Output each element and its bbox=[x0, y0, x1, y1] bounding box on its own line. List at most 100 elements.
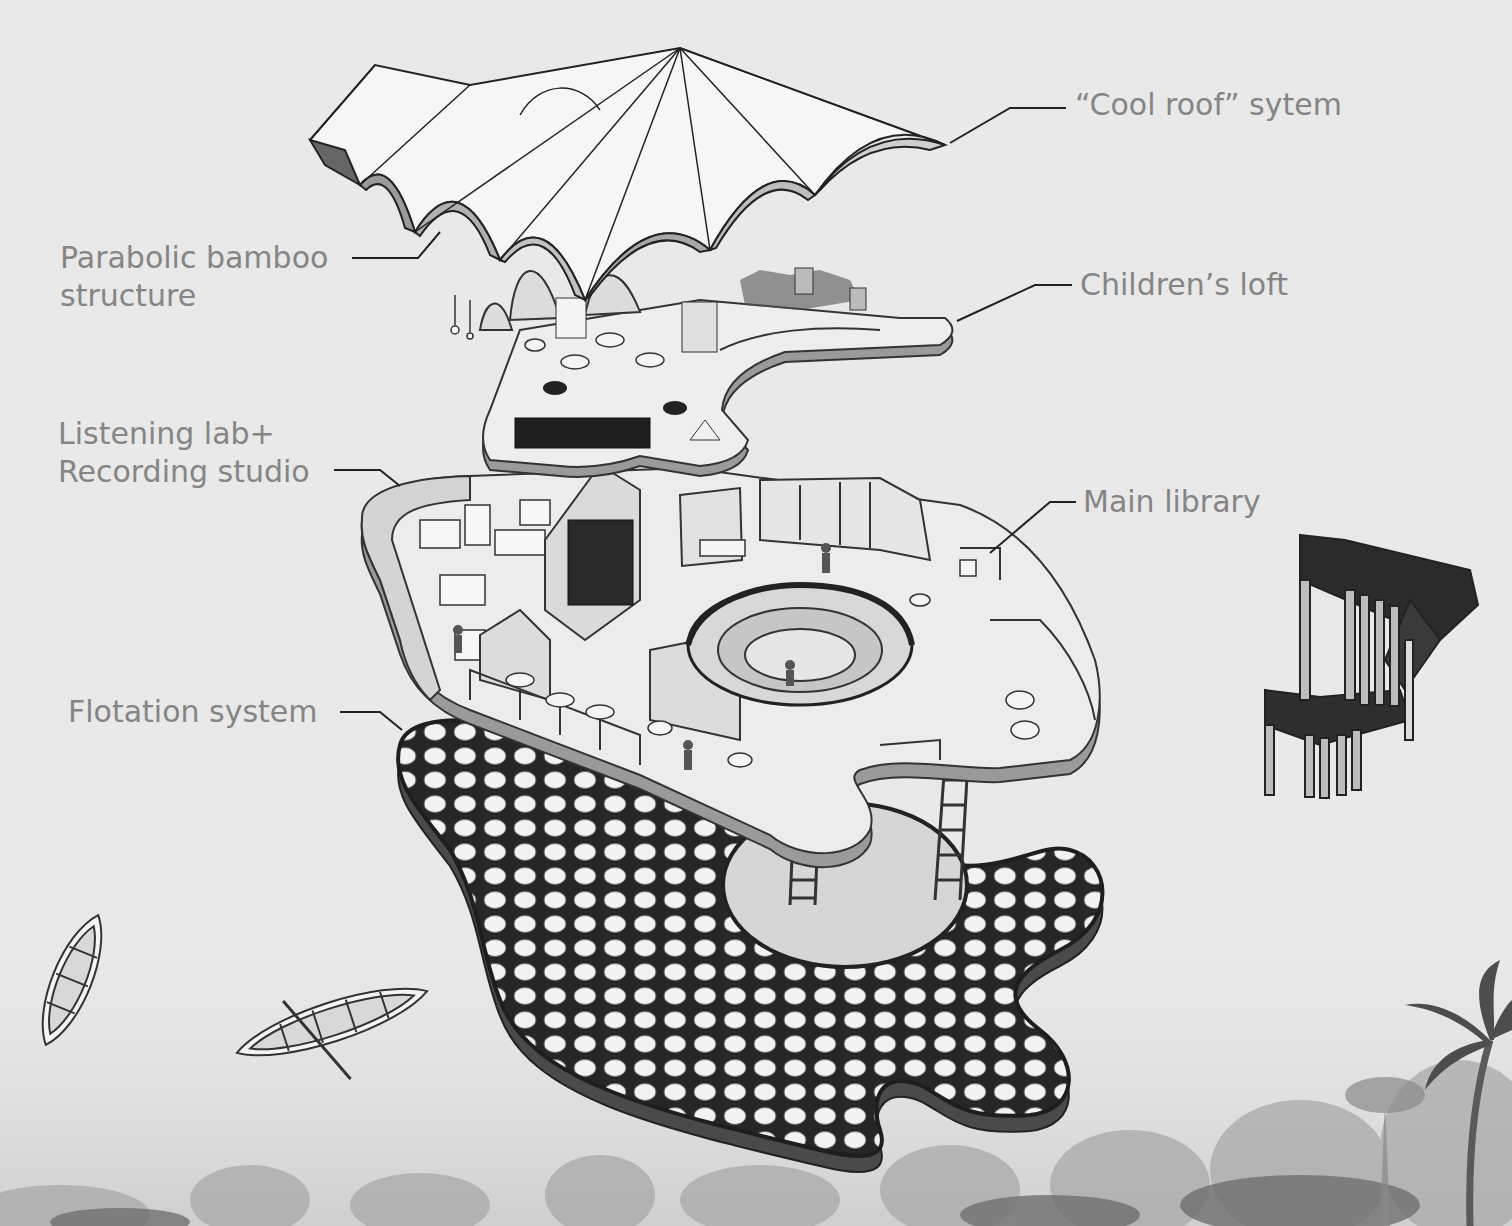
childrens-loft bbox=[451, 268, 952, 477]
illustration-part bbox=[1345, 590, 1355, 700]
cool-roof bbox=[310, 48, 945, 300]
illustration-part bbox=[1305, 735, 1314, 797]
illustration-part bbox=[1405, 1004, 1490, 1045]
illustration-part bbox=[346, 1000, 357, 1032]
part-label: Parabolic bamboo structure bbox=[60, 239, 350, 315]
illustration-part bbox=[1337, 735, 1346, 795]
illustration-part bbox=[585, 48, 680, 300]
illustration-part bbox=[500, 238, 585, 301]
illustration-part bbox=[1006, 691, 1034, 709]
illustration-part bbox=[226, 958, 446, 1110]
illustration-part bbox=[28, 908, 117, 1052]
illustration-part bbox=[937, 879, 961, 882]
illustration-part bbox=[1470, 1040, 1490, 1226]
illustration-part bbox=[415, 202, 500, 260]
illustration-part bbox=[483, 300, 952, 467]
illustration-part bbox=[680, 48, 815, 195]
illustration-part bbox=[720, 328, 880, 350]
illustration-part bbox=[38, 921, 106, 1039]
illustration-part bbox=[745, 629, 855, 681]
illustration-part bbox=[340, 712, 402, 730]
boats bbox=[28, 908, 446, 1110]
illustration-part bbox=[910, 594, 930, 606]
illustration-part bbox=[310, 48, 945, 300]
illustration-part bbox=[710, 181, 815, 250]
illustration-part bbox=[688, 585, 912, 705]
illustration-part bbox=[525, 339, 545, 351]
illustration-part bbox=[799, 485, 801, 540]
illustration-part bbox=[648, 721, 672, 735]
part-label: Flotation system bbox=[68, 693, 358, 731]
illustration-part bbox=[684, 750, 692, 770]
illustration-part bbox=[310, 65, 375, 140]
illustration-part bbox=[310, 48, 945, 300]
illustration-part bbox=[451, 295, 473, 339]
illustration-part bbox=[543, 381, 567, 395]
illustration-part bbox=[525, 333, 664, 369]
illustration-part bbox=[1300, 580, 1310, 700]
illustration-part bbox=[480, 610, 550, 700]
illustration-part bbox=[28, 908, 117, 1052]
illustration-part bbox=[556, 298, 586, 338]
illustration-part bbox=[950, 108, 1066, 143]
illustration-part bbox=[362, 468, 1100, 853]
illustration-part bbox=[350, 1173, 490, 1226]
illustration-part bbox=[990, 620, 1095, 720]
illustration-part bbox=[1470, 1040, 1490, 1226]
illustration-part bbox=[680, 48, 710, 250]
part-label: Children’s loft bbox=[1080, 266, 1410, 304]
illustration-part bbox=[700, 540, 745, 556]
illustration-part bbox=[1425, 1040, 1490, 1090]
illustration-part bbox=[760, 478, 930, 560]
illustration-part bbox=[283, 989, 350, 1092]
illustration-part bbox=[586, 705, 614, 719]
illustration-part bbox=[495, 530, 545, 555]
illustration-part bbox=[1345, 1077, 1425, 1226]
illustration-part bbox=[520, 88, 600, 115]
illustration-part bbox=[470, 548, 1095, 765]
illustration-part bbox=[680, 48, 945, 145]
illustration-part bbox=[1405, 960, 1512, 1090]
illustration-part bbox=[990, 502, 1076, 553]
illustration-part bbox=[1375, 600, 1384, 705]
illustration-part bbox=[822, 553, 830, 573]
illustration-part bbox=[470, 670, 640, 765]
illustration-part bbox=[960, 1195, 1140, 1226]
illustration-part bbox=[821, 543, 831, 553]
illustration-part bbox=[453, 625, 463, 635]
illustration-part bbox=[47, 1002, 75, 1013]
illustration-part bbox=[1360, 595, 1369, 705]
illustration-part bbox=[940, 829, 963, 832]
illustration-part bbox=[1405, 640, 1413, 740]
illustration-part bbox=[545, 465, 640, 640]
illustration-part bbox=[280, 1024, 289, 1051]
illustration-part bbox=[454, 635, 462, 653]
illustration-part bbox=[683, 740, 693, 750]
illustration-part bbox=[415, 48, 680, 232]
illustration-part bbox=[728, 753, 752, 767]
illustration-part bbox=[310, 140, 360, 185]
illustration-part bbox=[465, 505, 490, 545]
illustration-part bbox=[791, 879, 816, 882]
part-label: Listening lab+ Recording studio bbox=[58, 415, 330, 491]
dock-module bbox=[1265, 535, 1478, 798]
illustration-part bbox=[839, 482, 841, 545]
illustration-part bbox=[56, 974, 88, 987]
illustration-part bbox=[939, 854, 962, 857]
illustration-part bbox=[690, 420, 720, 440]
illustration-part bbox=[869, 482, 871, 548]
illustration-part bbox=[718, 608, 882, 692]
illustration-part bbox=[190, 1165, 310, 1226]
illustration-part bbox=[682, 302, 717, 352]
illustration-part bbox=[663, 401, 687, 415]
part-label: “Cool roof” sytem bbox=[1075, 86, 1435, 124]
leader-lines bbox=[334, 108, 1076, 730]
illustration-part bbox=[520, 500, 550, 525]
main-library-floor bbox=[362, 465, 1100, 867]
illustration-part bbox=[515, 418, 650, 448]
illustration-part bbox=[510, 271, 560, 320]
illustration-part bbox=[440, 575, 485, 605]
part-label: Main library bbox=[1083, 483, 1413, 521]
illustration-part bbox=[790, 897, 815, 900]
